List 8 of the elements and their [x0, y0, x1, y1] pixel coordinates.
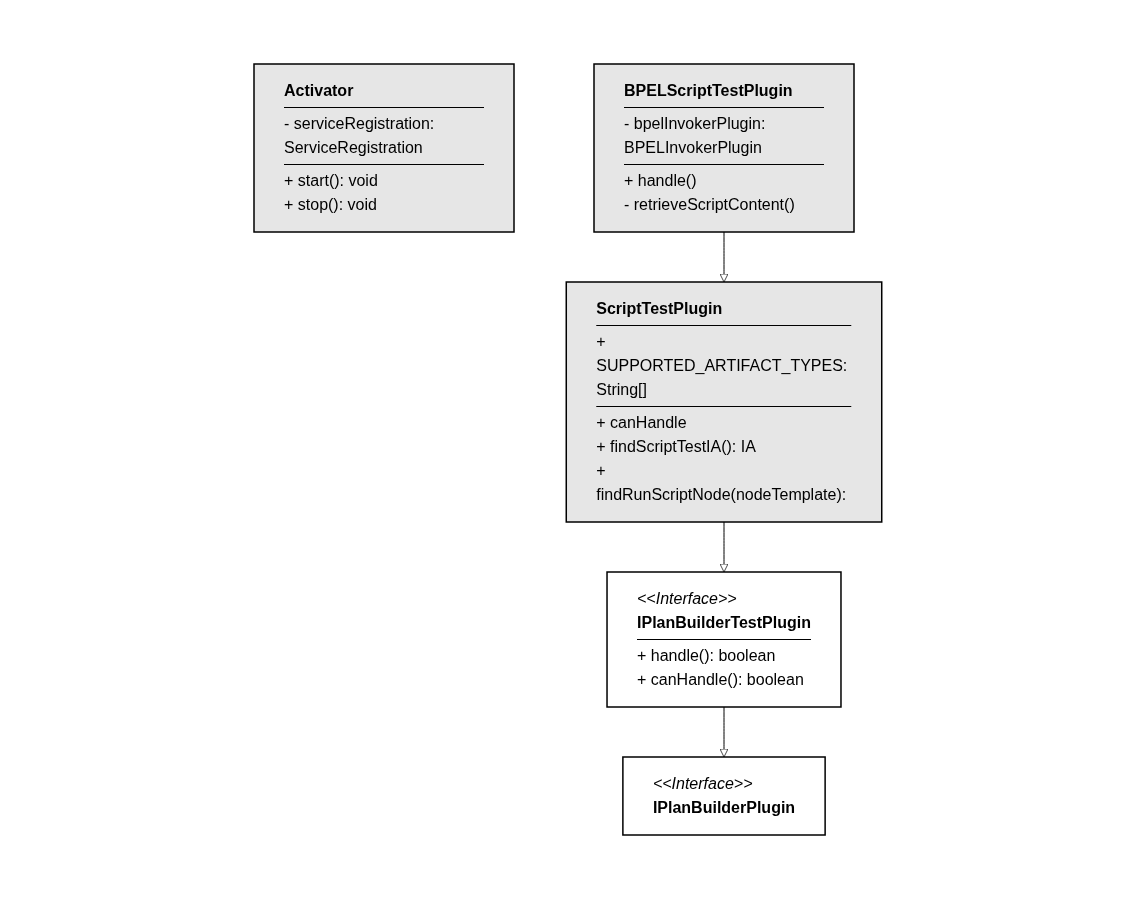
arrow	[719, 706, 729, 758]
arrow	[719, 521, 729, 573]
arrow	[719, 231, 729, 283]
node-box: ScriptTestPlugin + SUPPORTED_ARTIFACT_TYPES: String[] + canHandle + findScriptTestIA(): IA + findRunScriptNode(nodeTemplate):	[565, 281, 883, 523]
node-box: BPELScriptTestPlugin - bpelInvokerPlugin: BPELInvokerPlugin + handle() - retrieveScriptContent()	[592, 63, 855, 233]
node-box: <<Interface>> IPlanBuilderTestPlugin + handle(): boolean + canHandle(): boolean	[605, 571, 842, 708]
node-box: Activator - serviceRegistration: ServiceRegistration + start(): void + stop(): void	[252, 63, 515, 233]
node-box: <<Interface>> IPlanBuilderPlugin	[621, 756, 826, 836]
